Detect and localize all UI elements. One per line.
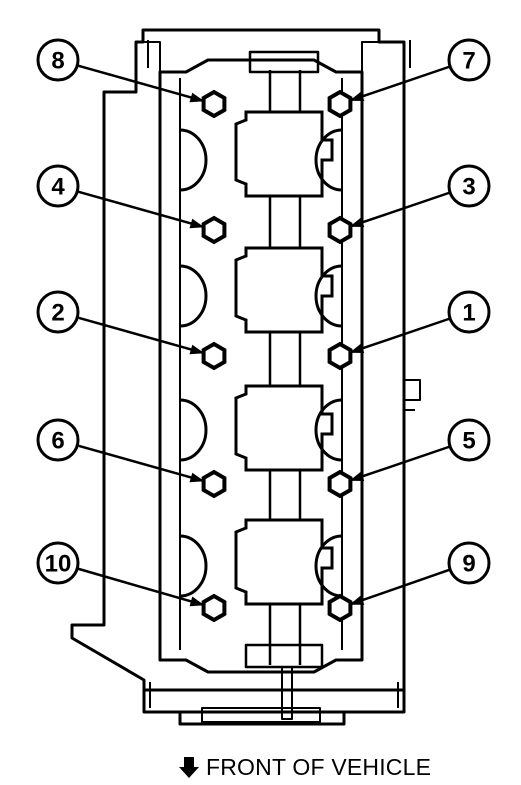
front-of-vehicle-caption: FRONT OF VEHICLE (178, 752, 431, 782)
callout-circle (447, 38, 491, 82)
leader-line (76, 190, 203, 228)
callout-circle (447, 164, 491, 208)
bolt-8: 8 (36, 38, 227, 119)
hex-bolt-icon (327, 469, 353, 499)
leader-line (350, 317, 451, 354)
hex-bolt-icon (201, 215, 227, 245)
bolt-4: 4 (36, 164, 227, 245)
leader-line (76, 567, 203, 606)
leader-line (350, 568, 451, 606)
bolt-number-label: 8 (51, 48, 64, 75)
callout-circle (447, 290, 491, 334)
leader-line (350, 191, 451, 228)
bolt-number-label: 9 (462, 551, 475, 578)
bolt-5: 5 (327, 418, 491, 499)
bolt-2: 2 (36, 290, 227, 371)
bolt-number-label: 2 (51, 300, 64, 327)
arrowhead (349, 471, 365, 481)
arrowhead (349, 91, 365, 101)
arrowhead (189, 344, 205, 355)
hex-bolt-icon (201, 341, 227, 371)
callout-circle (36, 290, 80, 334)
camshaft-caps (234, 110, 334, 606)
bolt-number-label: 10 (45, 551, 72, 578)
bolt-number-label: 7 (462, 48, 475, 75)
arrowhead (349, 217, 365, 227)
arrow-down-icon (179, 757, 199, 778)
arrowhead (189, 596, 205, 607)
leader-line (76, 316, 203, 354)
bolt-number-label: 5 (462, 428, 475, 455)
bolt-10: 10 (36, 541, 227, 623)
arrowhead (189, 92, 205, 103)
bolt-7: 7 (327, 38, 491, 119)
callout-circle (447, 418, 491, 462)
hex-bolt-icon (201, 593, 227, 623)
arrowhead (349, 343, 365, 353)
hex-bolt-icon (327, 215, 353, 245)
hex-bolt-icon (201, 89, 227, 119)
bolt-1: 1 (327, 290, 491, 371)
callout-circle (447, 541, 491, 585)
leader-line (76, 444, 203, 482)
callout-circle (36, 418, 80, 462)
bolt-number-label: 4 (51, 174, 65, 201)
arrowhead (349, 595, 365, 605)
hex-bolt-icon (201, 469, 227, 499)
caption-text: FRONT OF VEHICLE (206, 753, 432, 780)
bolt-6: 6 (36, 418, 227, 499)
hex-bolt-icon (327, 593, 353, 623)
hex-bolt-icon (327, 341, 353, 371)
bolt-number-label: 6 (51, 428, 64, 455)
callout-circle (36, 541, 80, 585)
leader-line (76, 64, 203, 102)
cylinder-bores (179, 128, 343, 598)
leader-line (350, 445, 451, 482)
bolt-number-label: 1 (462, 300, 475, 327)
bolt-number-label: 3 (462, 174, 475, 201)
bolt-3: 3 (327, 164, 491, 245)
arrowhead (189, 218, 205, 229)
callout-circle (36, 164, 80, 208)
callout-circle (36, 38, 80, 82)
hex-bolt-icon (327, 89, 353, 119)
arrowhead (189, 472, 205, 483)
bolt-layer: 8 7 4 3 2 1 6 5 10 9 (36, 38, 491, 623)
bolt-9: 9 (327, 541, 491, 623)
leader-line (350, 65, 451, 102)
